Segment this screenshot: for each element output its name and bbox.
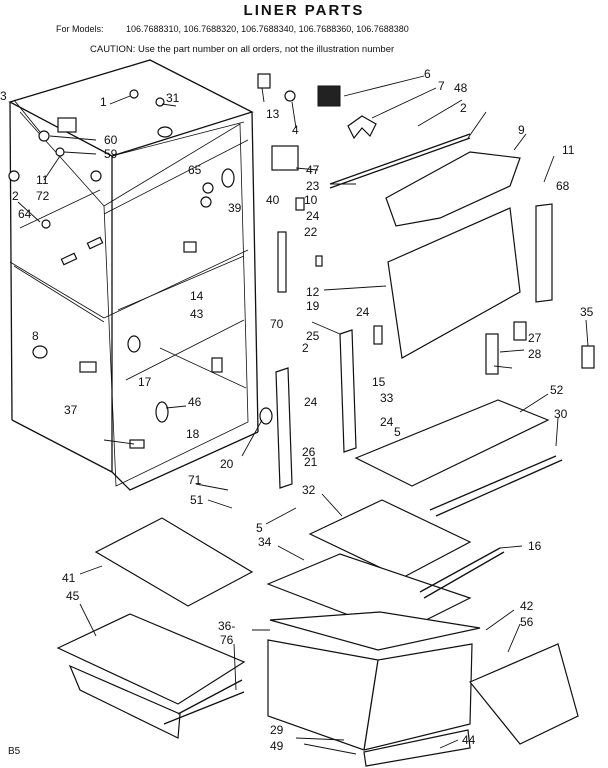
models-label: For Models: [56,24,104,34]
callout-22: 22 [304,225,318,239]
callout-68: 68 [556,179,570,193]
page-title: LINER PARTS [243,2,365,19]
callout-30: 30 [554,407,568,421]
callout-3: 3 [0,89,7,103]
callout-34: 34 [258,535,272,549]
callout-18: 18 [186,427,200,441]
callout-65: 65 [188,163,202,177]
callout-25: 25 [306,329,320,343]
callout-70: 70 [270,317,284,331]
callout-37: 37 [64,403,78,417]
callout-24c: 24 [304,395,318,409]
callout-13: 13 [266,107,280,121]
freezer-air-assembly [257,73,553,359]
callout-76: 76 [220,633,234,647]
callout-33: 33 [380,391,394,405]
callout-49: 49 [270,739,284,753]
callout-10: 10 [304,193,318,207]
callout-11b: 11 [562,143,575,157]
callout-46: 46 [188,395,202,409]
callout-19: 19 [306,299,320,313]
callout-47: 47 [306,163,320,177]
caution-note: CAUTION: Use the part number on all orde… [90,44,395,55]
callout-24d: 24 [380,415,394,429]
callout-24a: 24 [306,209,320,223]
callout-17: 17 [138,375,152,389]
callout-23: 23 [306,179,320,193]
callout-45: 45 [66,589,80,603]
leader-lines [13,75,589,755]
callout-29: 29 [270,723,284,737]
callout-39: 39 [228,201,242,215]
crisper-assembly [267,611,579,767]
callout-7: 7 [438,79,445,93]
callout-31: 31 [166,91,180,105]
callout-36: 36- [218,619,235,633]
callout-32: 32 [302,483,316,497]
shelves [266,399,563,635]
callout-27: 27 [528,331,542,345]
left-drawers [56,517,254,739]
callout-64: 64 [18,207,32,221]
callout-21: 21 [304,455,318,469]
callout-28: 28 [528,347,542,361]
callout-40: 40 [266,193,280,207]
callout-52: 52 [550,383,564,397]
page-code: B5 [8,746,21,757]
callout-1: 1 [100,95,107,109]
callout-5b: 5 [256,521,263,535]
callout-20: 20 [220,457,234,471]
shelf-rails [275,321,595,489]
callout-labels: 1 2 2 2 3 4 5 5 6 7 8 9 10 11 11 12 13 1… [0,67,594,753]
callout-72: 72 [36,189,50,203]
models-line: For Models: 106.7688310, 106.7688320, 106… [56,24,409,34]
callout-8: 8 [32,329,39,343]
callout-15: 15 [372,375,386,389]
callout-41: 41 [62,571,76,585]
callout-59: 59 [104,147,118,161]
model-numbers: 106.7688310, 106.7688320, 106.7688340, 1… [126,24,409,34]
callout-56: 56 [520,615,534,629]
callout-42: 42 [520,599,534,613]
callout-24b: 24 [356,305,370,319]
cabinet-liner [8,59,259,491]
callout-26: 26 [302,445,316,459]
callout-14: 14 [190,289,204,303]
callout-5a: 5 [394,425,401,439]
callout-9: 9 [518,123,525,137]
callout-6: 6 [424,67,431,81]
callout-2c: 2 [302,341,309,355]
callout-71: 71 [188,473,202,487]
callout-48: 48 [454,81,468,95]
callout-44: 44 [462,733,476,747]
callout-35: 35 [580,305,594,319]
callout-43: 43 [190,307,204,321]
callout-51: 51 [190,493,204,507]
callout-60: 60 [104,133,118,147]
callout-16: 16 [528,539,542,553]
callout-2b: 2 [460,101,467,115]
callout-11a: 11 [36,173,49,187]
callout-2a: 2 [12,189,19,203]
callout-12: 12 [306,285,320,299]
callout-4: 4 [292,123,299,137]
